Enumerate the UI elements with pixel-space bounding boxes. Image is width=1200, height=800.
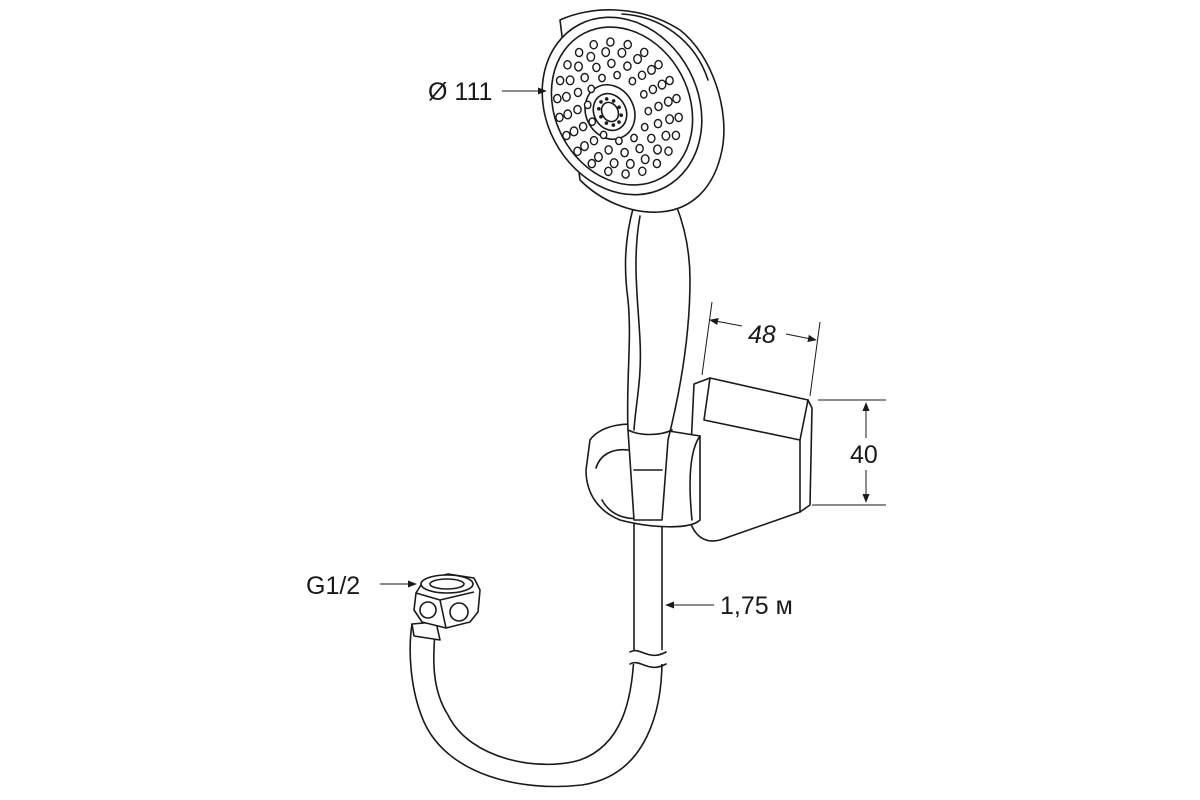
rosette-hole bbox=[611, 123, 616, 127]
nozzle bbox=[613, 70, 621, 80]
nozzle bbox=[617, 47, 627, 58]
rosette-hole bbox=[599, 115, 603, 119]
nozzle bbox=[653, 144, 663, 155]
nozzle bbox=[555, 75, 565, 86]
nozzle bbox=[573, 87, 583, 98]
nozzle bbox=[562, 130, 571, 141]
rosette-hole bbox=[619, 113, 623, 117]
holder-width-label: 48 bbox=[748, 321, 776, 349]
nozzle bbox=[589, 135, 599, 146]
nozzle bbox=[639, 89, 648, 99]
nozzle bbox=[587, 84, 596, 94]
nozzle bbox=[672, 93, 681, 104]
shower-head bbox=[541, 9, 725, 213]
nozzle bbox=[647, 64, 657, 76]
rosette-hole bbox=[604, 121, 609, 125]
rosette-hole bbox=[599, 100, 603, 104]
nozzle bbox=[665, 75, 674, 86]
nozzle bbox=[583, 100, 592, 110]
nozzle bbox=[640, 122, 649, 132]
hose-hex-nut bbox=[411, 573, 481, 641]
nozzle bbox=[569, 126, 579, 137]
nozzle bbox=[593, 151, 603, 163]
nozzle bbox=[674, 112, 684, 123]
nozzle bbox=[573, 146, 582, 157]
nozzle bbox=[664, 146, 673, 156]
nozzle bbox=[639, 47, 649, 58]
nozzle bbox=[561, 91, 571, 102]
nozzle bbox=[638, 166, 647, 177]
nozzle bbox=[604, 166, 613, 177]
rosette-hole bbox=[617, 105, 621, 109]
rosette-hole bbox=[604, 97, 609, 101]
nozzle bbox=[637, 70, 647, 81]
nozzle bbox=[620, 147, 629, 158]
nozzle bbox=[599, 130, 608, 140]
nozzle bbox=[598, 73, 606, 83]
nozzle bbox=[574, 47, 584, 58]
nozzle bbox=[665, 114, 675, 125]
nozzle bbox=[555, 112, 564, 123]
nozzle bbox=[663, 96, 673, 107]
shower-handle bbox=[624, 204, 691, 521]
nozzle bbox=[640, 154, 650, 165]
nozzle bbox=[601, 46, 611, 58]
width-dimension bbox=[701, 301, 821, 397]
nozzle bbox=[623, 61, 632, 71]
nozzle bbox=[635, 143, 644, 154]
rosette-hole bbox=[597, 107, 601, 111]
nozzle bbox=[607, 58, 616, 69]
nozzle bbox=[623, 39, 633, 50]
nozzle bbox=[654, 101, 663, 112]
nozzle bbox=[609, 158, 619, 169]
nozzle bbox=[578, 121, 588, 132]
nozzle bbox=[604, 145, 613, 155]
nozzle bbox=[654, 59, 663, 70]
rosette-hole bbox=[617, 120, 621, 124]
nozzle bbox=[589, 39, 599, 50]
nozzle bbox=[653, 118, 663, 129]
nozzle bbox=[633, 53, 643, 65]
nozzle bbox=[628, 76, 637, 86]
nozzle bbox=[621, 169, 630, 179]
wall-holder bbox=[585, 377, 813, 542]
nozzle bbox=[644, 106, 653, 116]
height-dimension bbox=[812, 399, 886, 506]
rosette-hole bbox=[611, 99, 616, 103]
nozzle bbox=[657, 79, 667, 90]
nozzle bbox=[553, 93, 562, 104]
nozzle bbox=[625, 158, 635, 170]
nozzle bbox=[574, 61, 584, 72]
nozzle bbox=[587, 158, 597, 169]
nozzle bbox=[588, 117, 597, 127]
nozzle bbox=[606, 37, 615, 47]
nozzle bbox=[652, 158, 662, 169]
nozzle bbox=[592, 62, 601, 73]
nozzle bbox=[615, 136, 623, 146]
nozzle bbox=[565, 75, 575, 86]
head-diameter-label: Ø 111 bbox=[428, 78, 492, 106]
shower-hose bbox=[409, 519, 667, 788]
nozzle bbox=[586, 51, 596, 62]
nozzle bbox=[648, 84, 658, 95]
nozzle bbox=[580, 72, 590, 83]
nozzle bbox=[573, 104, 582, 115]
nozzle bbox=[647, 133, 656, 144]
holder-height-label: 40 bbox=[850, 441, 878, 469]
thread-size-label: G1/2 bbox=[306, 572, 360, 600]
nozzle bbox=[630, 133, 638, 143]
nozzle bbox=[661, 130, 671, 141]
nozzle bbox=[580, 141, 590, 152]
hose-length-label: 1,75 м bbox=[720, 592, 793, 620]
nozzle bbox=[563, 109, 573, 120]
shower-nozzles bbox=[553, 37, 684, 179]
nozzle bbox=[563, 60, 572, 70]
nozzle bbox=[671, 130, 681, 141]
